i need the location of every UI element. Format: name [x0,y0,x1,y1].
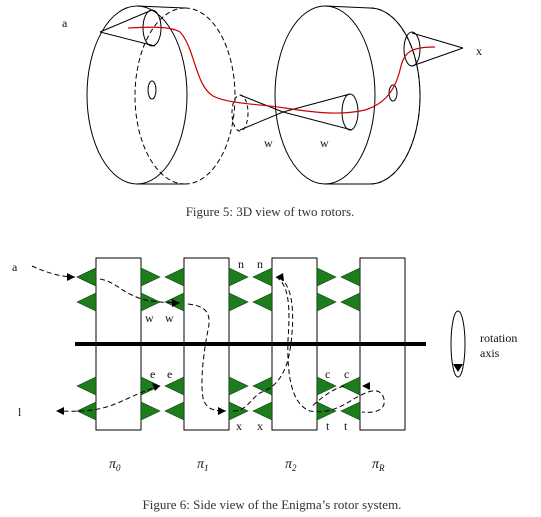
arrowhead [67,273,75,281]
rotor-label-R: πR [372,457,385,473]
contact [340,376,361,396]
arrowhead [56,407,64,415]
contact [316,267,337,287]
output-cone [411,32,464,67]
contact [316,376,337,396]
input-cone [99,9,156,47]
contact [340,401,361,421]
rotor-label-1: π1 [197,457,209,473]
contact [228,292,249,312]
figure5-drawing [86,5,464,185]
contact [252,267,273,287]
contact [76,267,97,287]
middle-cone-left [239,94,284,131]
contact [164,376,185,396]
label-c2: c [344,367,349,381]
label-c1: c [325,367,330,381]
arrowhead [218,407,226,415]
label-w2: w [165,311,174,325]
arrowhead [152,383,160,391]
contact [164,401,185,421]
wire-path [127,26,436,114]
contact [252,376,273,396]
contact [228,376,249,396]
arrowhead [276,273,284,281]
left-rotor-hole [147,80,157,100]
contact [76,401,97,421]
contact [252,401,273,421]
arrowhead [172,299,180,307]
figure6-drawing [75,257,466,431]
label-x2: x [257,419,263,433]
figure5-output-label: x [476,44,482,58]
rotation-arrow-icon [453,364,463,372]
contact [316,292,337,312]
rotor-label-2: π2 [285,457,297,473]
contacts [76,267,361,421]
contact [140,401,161,421]
contact [340,292,361,312]
figure6-caption: Figure 6: Side view of the Enigma’s roto… [143,497,402,512]
label-t1: t [326,419,330,433]
left-rotor-top-edge [136,5,186,9]
input-cone-mouth [142,9,162,47]
right-rotor-back-face [369,7,421,185]
label-e1: e [150,367,155,381]
figure5-w-left-label: w [264,136,273,150]
right-rotor-top-edge [324,5,371,9]
contact [76,292,97,312]
left-rotor-back-face-hidden [134,7,186,185]
label-n2: n [257,257,263,271]
label-t2: t [344,419,348,433]
contact [164,267,185,287]
contact [228,401,249,421]
figure5-input-label: a [62,16,68,30]
contact [228,267,249,287]
contact [140,376,161,396]
right-rotor-back-face-right [369,7,421,185]
label-n1: n [238,257,244,271]
rotor-label-0: π0 [109,457,121,473]
rotation-axis-line2: axis [480,346,500,360]
rotation-axis-line1: rotation [480,331,517,345]
contact [140,292,161,312]
contact [140,267,161,287]
arrowhead [362,382,370,390]
path-arrowheads [56,273,370,415]
figure6-output-label: l [18,405,22,419]
label-w1: w [145,311,154,325]
figure5-w-right-label: w [320,136,329,150]
contact [252,292,273,312]
figure5-caption: Figure 5: 3D view of two rotors. [186,204,355,219]
contact [340,267,361,287]
figure6-input-label: a [12,260,18,274]
left-rotor-back-face [184,7,236,185]
output-cone-mouth [403,31,421,67]
label-x1: x [236,419,242,433]
signal-path [31,265,385,413]
right-rotor-front-face [274,5,376,185]
contact [76,376,97,396]
left-rotor-front-face [86,5,188,185]
rotation-icon [450,310,466,378]
middle-cone-left-mouth [231,94,249,132]
label-e2: e [167,367,172,381]
